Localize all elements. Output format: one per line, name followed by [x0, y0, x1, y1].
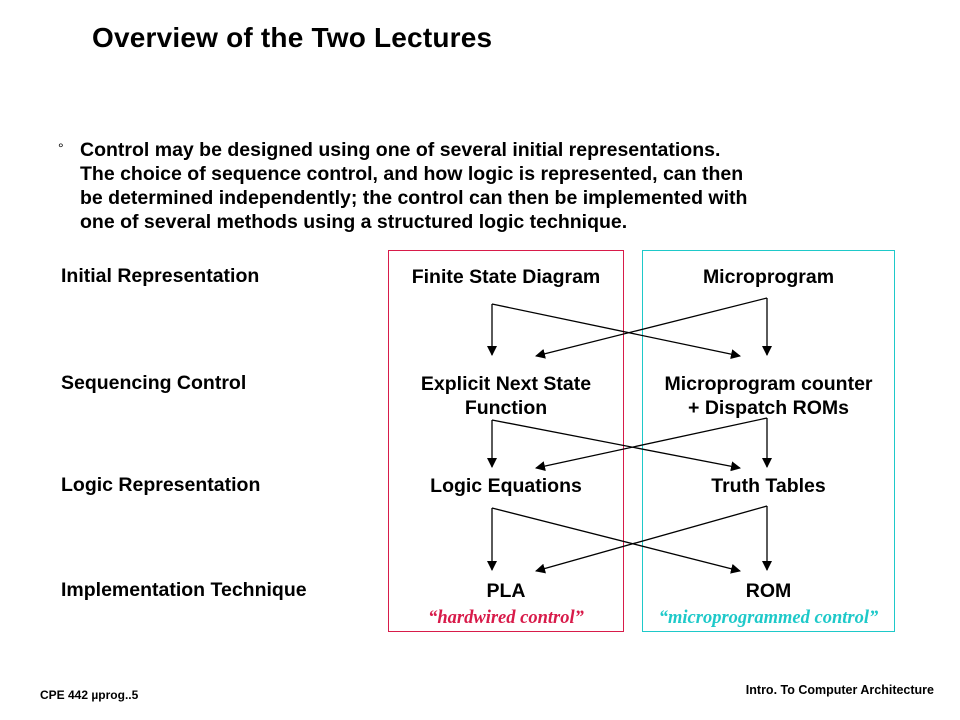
- arrow-explicit-to-truth: [491, 419, 741, 472]
- arrow-equations-to-rom: [491, 507, 741, 574]
- arrow-truth-to-pla: [535, 505, 768, 574]
- cell-truth-tables: Truth Tables: [711, 475, 826, 497]
- row-label-implementation-technique: Implementation Technique: [61, 579, 307, 601]
- arrow-counter-to-equations: [535, 417, 768, 471]
- row-label-logic-representation: Logic Representation: [61, 474, 261, 496]
- bullet-paragraph: ° Control may be designed using one of s…: [58, 138, 918, 234]
- arrow-microprogram-to-explicit: [535, 297, 768, 359]
- microprogrammed-box: [642, 250, 895, 632]
- page-title: Overview of the Two Lectures: [92, 22, 493, 53]
- cell-finite-state-diagram: Finite State Diagram: [411, 266, 601, 288]
- row-label-initial-representation: Initial Representation: [61, 265, 260, 287]
- cell-microprogram: Microprogram: [702, 266, 835, 288]
- footer-course-id: CPE 442 µprog..5: [40, 688, 139, 702]
- cell-pla: PLA: [486, 580, 526, 602]
- cell-rom: ROM: [745, 580, 792, 602]
- bullet-line: The choice of sequence control, and how …: [80, 163, 744, 185]
- hardwired-control-caption: “hardwired control”: [428, 608, 584, 628]
- footer-course-title: Intro. To Computer Architecture: [745, 683, 934, 697]
- bullet-line: one of several methods using a structure…: [80, 211, 628, 233]
- microprogrammed-control-caption: “microprogrammed control”: [658, 608, 879, 628]
- hardwired-box: [388, 250, 624, 632]
- bullet-marker: °: [58, 140, 64, 156]
- cell-microprogram-counter-dispatch-roms: Microprogram counter + Dispatch ROMs: [664, 373, 873, 419]
- row-label-sequencing-control: Sequencing Control: [61, 372, 247, 394]
- bullet-line: Control may be designed using one of sev…: [80, 139, 721, 161]
- cell-explicit-next-state-function: Explicit Next State Function: [420, 373, 592, 419]
- cell-logic-equations: Logic Equations: [430, 475, 582, 497]
- bullet-line: be determined independently; the control…: [80, 187, 748, 209]
- arrow-fsd-to-counter: [491, 303, 741, 360]
